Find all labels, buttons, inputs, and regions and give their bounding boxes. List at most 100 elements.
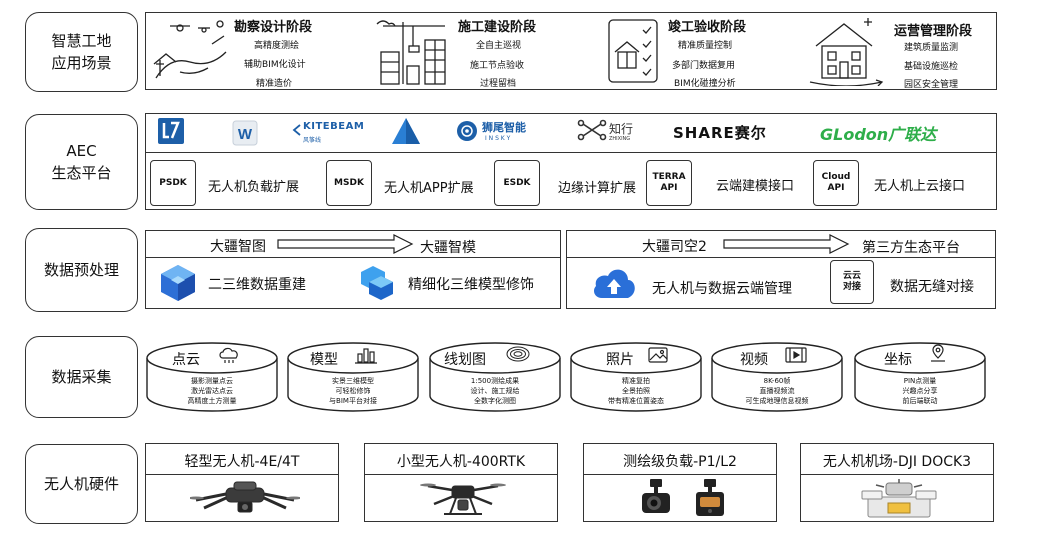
photo-icon xyxy=(648,347,668,363)
reconstruction-feature: 二三维数据重建 xyxy=(208,277,306,293)
cube-3d-icon xyxy=(161,265,195,301)
model-refine-feature: 精细化三维模型修饰 xyxy=(408,277,534,293)
linemap-title: 线划图 xyxy=(444,352,486,368)
video-line: 直播视频流 xyxy=(759,387,795,395)
dji-dock-icon xyxy=(861,479,937,518)
light-drone-title: 轻型无人机-4E/4T xyxy=(184,454,300,470)
stage-item: 建筑质量监测 xyxy=(904,43,959,53)
stage-item: 多部门数据复用 xyxy=(672,61,736,71)
share-logo-text: SHARE赛尔 xyxy=(673,124,767,142)
stage-title-survey: 勘察设计阶段 xyxy=(234,20,313,35)
arrow-right-icon xyxy=(277,234,414,254)
cloud-docking-badge: 云云 对接 xyxy=(830,260,874,304)
photo-line: 全景拍照 xyxy=(622,387,650,395)
building-chart-icon xyxy=(355,348,377,364)
third-party-platform-label: 第三方生态平台 xyxy=(862,240,960,256)
video-title: 视频 xyxy=(740,352,768,368)
terra-api-badge: TERRA API xyxy=(646,160,692,206)
insky-logo-text: 狮尾智能 xyxy=(482,121,526,134)
kitebeam-logo-text: KITEBEAM xyxy=(303,121,365,132)
cloud-icon xyxy=(219,347,238,363)
p1-camera-icon xyxy=(642,479,670,513)
row-label-preprocessing: 数据预处理 xyxy=(25,228,138,312)
survey-drone-icon xyxy=(153,20,227,79)
kitebeam-logo-sub: 风筝线 xyxy=(303,137,322,144)
stage-title-acceptance: 竣工验收阶段 xyxy=(668,20,747,35)
msdk-badge: MSDK xyxy=(326,160,372,206)
cylinder-coordinate xyxy=(854,342,986,412)
ecosystem-divider xyxy=(145,152,997,153)
dji-terra-label: 大疆智图 xyxy=(210,239,266,255)
cloud-api-label: 无人机上云接口 xyxy=(874,179,966,194)
linemap-line: 全数字化测图 xyxy=(474,397,516,405)
esdk-badge: ESDK xyxy=(494,160,540,206)
pointcloud-line: 摄影测量点云 xyxy=(191,377,233,385)
psdk-badge: PSDK xyxy=(150,160,196,206)
row-label-ecosystem-text: AEC 生态平台 xyxy=(51,142,112,182)
cylinder-video xyxy=(711,342,843,412)
cylinder-model xyxy=(287,342,419,412)
dji-flighthub-label: 大疆司空2 xyxy=(642,239,707,255)
seamless-docking-feature: 数据无缝对接 xyxy=(890,279,974,295)
msdk-badge-text: MSDK xyxy=(334,177,364,188)
cloud-api-badge: Cloud API xyxy=(813,160,859,206)
model-line: 与BIM平台对接 xyxy=(329,397,377,405)
model-line: 可轻松修饰 xyxy=(335,387,371,395)
photo-title: 照片 xyxy=(606,352,634,368)
coordinate-line: 前后端联动 xyxy=(902,397,938,405)
partner-logo-2-icon: W xyxy=(232,120,258,146)
row-label-collection: 数据采集 xyxy=(25,336,138,418)
esdk-label: 边缘计算扩展 xyxy=(558,181,637,196)
row-label-application: 智慧工地 应用场景 xyxy=(25,12,138,92)
payload-title: 测绘级负载-P1/L2 xyxy=(623,454,737,470)
stages-panel xyxy=(145,12,997,90)
coordinate-line: PIN点测量 xyxy=(903,377,937,385)
cylinder-pointcloud xyxy=(146,342,278,412)
light-drone-icon xyxy=(190,481,300,513)
row-label-preprocessing-text: 数据预处理 xyxy=(43,261,119,279)
cylinder-photo xyxy=(570,342,702,412)
stage-title-operation: 运营管理阶段 xyxy=(894,24,973,39)
contour-icon xyxy=(506,346,530,362)
hardware-card-divider xyxy=(800,474,994,475)
model-title: 模型 xyxy=(310,352,338,368)
coordinate-title: 坐标 xyxy=(884,352,912,368)
row-label-collection-text: 数据采集 xyxy=(51,368,112,386)
model-line: 实景三维模型 xyxy=(332,377,374,385)
partner-triangle-logo-icon xyxy=(392,118,420,144)
stage-item: 基础设施巡检 xyxy=(904,62,959,72)
hardware-card-divider xyxy=(145,474,339,475)
zhixing-logo-icon xyxy=(577,119,607,141)
stage-item: BIM化碰撞分析 xyxy=(674,79,736,89)
hardware-card-divider xyxy=(364,474,558,475)
terra-api-label: 云端建模接口 xyxy=(716,179,795,194)
kitebeam-logo-icon xyxy=(292,124,301,136)
arrow-right-icon xyxy=(723,234,850,254)
model-edit-icon xyxy=(361,266,393,300)
pointcloud-title: 点云 xyxy=(172,352,200,368)
terra-api-badge-text: TERRA API xyxy=(652,172,686,193)
insky-logo-icon xyxy=(457,121,477,141)
cloud-upload-icon xyxy=(594,269,635,298)
stage-title-construction: 施工建设阶段 xyxy=(458,20,537,35)
svg-text:W: W xyxy=(238,126,253,143)
coordinate-line: 兴趣点分享 xyxy=(902,387,938,395)
preprocess-left-divider xyxy=(145,257,561,258)
psdk-label: 无人机负载扩展 xyxy=(208,180,300,195)
l2-lidar-icon xyxy=(696,479,724,516)
preprocess-right-divider xyxy=(566,257,996,258)
pointcloud-line: 高精度土方测量 xyxy=(187,397,237,405)
checklist-house-icon xyxy=(608,19,658,83)
hardware-card-payload xyxy=(583,443,777,522)
linemap-line: 1:500测绘成果 xyxy=(470,377,520,385)
zhixing-logo-sub: ZHIXING xyxy=(609,136,631,142)
photo-line: 精准复拍 xyxy=(622,377,650,385)
cloud-management-feature: 无人机与数据云端管理 xyxy=(652,281,792,297)
house-icon xyxy=(809,18,884,86)
linemap-line: 设计、施工规给 xyxy=(470,387,520,395)
crane-icon xyxy=(376,20,446,85)
small-drone-icon xyxy=(420,483,506,515)
pointcloud-line: 激光雷达点云 xyxy=(191,387,233,395)
row-label-hardware-text: 无人机硬件 xyxy=(43,475,119,493)
row-label-hardware: 无人机硬件 xyxy=(25,444,138,524)
